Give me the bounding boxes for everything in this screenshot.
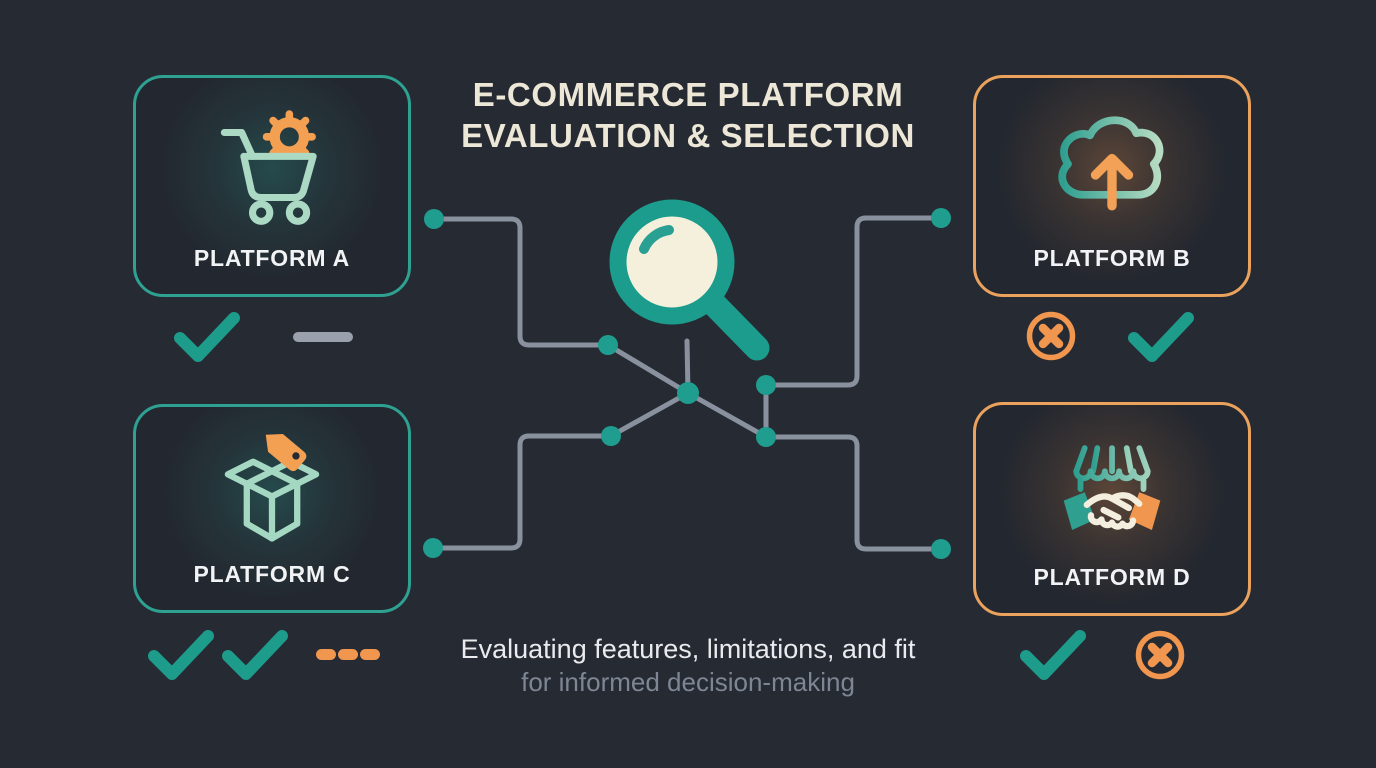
ellipsis-dashes-icon: [316, 649, 380, 660]
junction-dot: [677, 382, 699, 404]
platform-d-card: PLATFORM D: [973, 402, 1251, 616]
connector-line: [763, 215, 944, 388]
open-box-price-tag-icon: [224, 434, 320, 542]
junction-dot: [424, 209, 444, 229]
platform-a-card: PLATFORM A: [133, 75, 411, 297]
cross-circle-icon: [1135, 630, 1185, 680]
junction-dot: [931, 539, 951, 559]
platform-a-label: PLATFORM A: [193, 245, 351, 271]
title-line-1: E-COMMERCE PLATFORM: [472, 76, 904, 113]
junction-dot: [423, 538, 443, 558]
caption: Evaluating features, limitations, and fi…: [0, 633, 1376, 699]
connector-line: [431, 216, 611, 348]
connector-line: [605, 342, 691, 396]
check-icon: [222, 630, 288, 680]
platform-d-label: PLATFORM D: [1033, 564, 1191, 590]
connector-line: [685, 390, 769, 440]
platform-b-card: PLATFORM B: [973, 75, 1251, 297]
platform-c-label: PLATFORM C: [193, 561, 351, 587]
check-icon: [1128, 312, 1194, 362]
cloud-upload-icon: [1058, 116, 1164, 211]
storefront-handshake-icon: [1063, 445, 1161, 530]
junction-dot: [756, 427, 776, 447]
check-icon: [174, 312, 240, 362]
title-line-2: EVALUATION & SELECTION: [461, 117, 915, 154]
shopping-cart-gear-icon: [220, 110, 317, 225]
junction-dot: [756, 375, 776, 395]
junction-dot: [601, 426, 621, 446]
caption-line-2: for informed decision-making: [521, 667, 855, 697]
check-icon: [1020, 630, 1086, 680]
junction-dot: [931, 208, 951, 228]
page-title: E-COMMERCE PLATFORM EVALUATION & SELECTI…: [0, 74, 1376, 156]
platform-c-card: PLATFORM C: [133, 404, 411, 613]
junction-dot: [598, 335, 618, 355]
magnifying-glass-icon: [609, 199, 770, 361]
caption-line-1: Evaluating features, limitations, and fi…: [460, 634, 916, 664]
connector-line: [763, 434, 944, 552]
platform-b-label: PLATFORM B: [1033, 245, 1191, 271]
connector-line: [608, 390, 691, 439]
cross-circle-icon: [1026, 311, 1076, 361]
check-icon: [148, 630, 214, 680]
dash-icon: [293, 332, 353, 342]
connector-line: [430, 433, 614, 551]
